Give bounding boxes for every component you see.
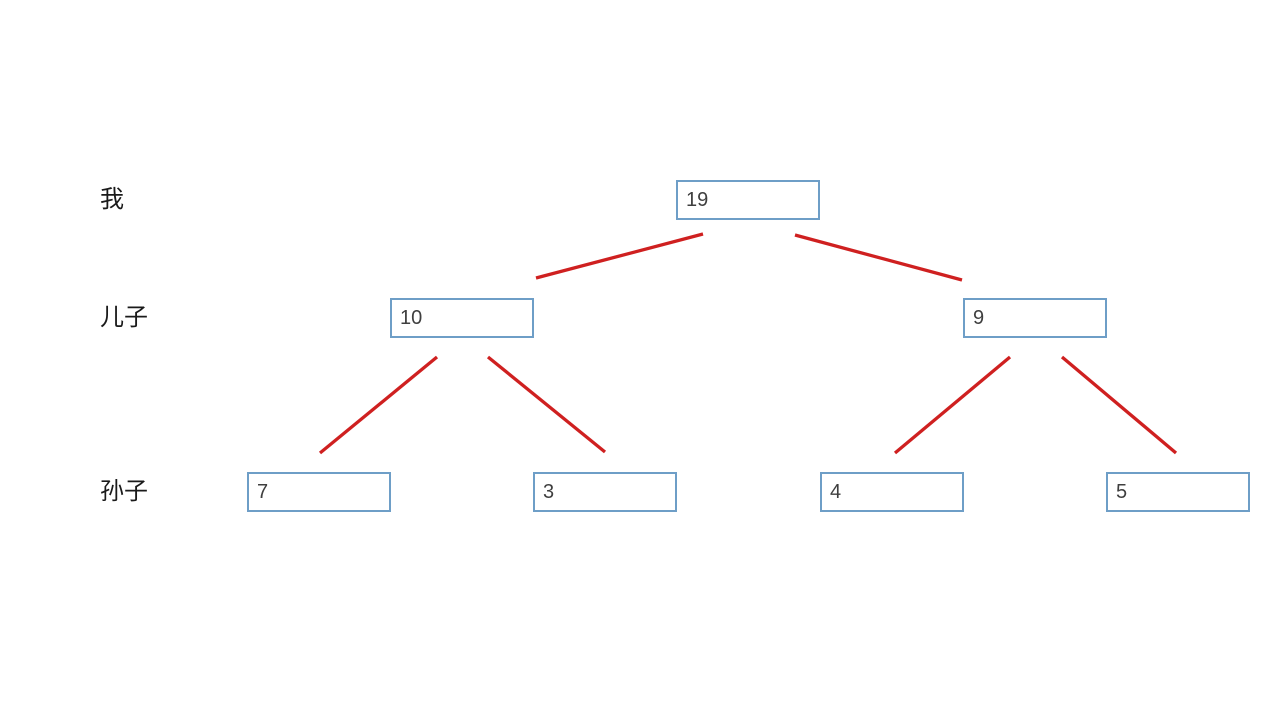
node-value: 4 — [830, 481, 842, 503]
edge-root-to-son-right — [794, 233, 963, 282]
tree-node-son-right[interactable]: 9 — [963, 298, 1107, 338]
row-label-grandson: 孙子 — [100, 478, 148, 505]
tree-node-son-left[interactable]: 10 — [390, 298, 534, 338]
edge-son-left-to-grandson-1 — [318, 355, 439, 455]
node-value: 5 — [1116, 481, 1128, 503]
edge-son-right-to-grandson-4 — [1060, 355, 1178, 455]
tree-node-grandson-3[interactable]: 4 — [820, 472, 964, 512]
node-value: 19 — [686, 189, 709, 211]
row-label-son: 儿子 — [100, 304, 148, 331]
tree-node-grandson-2[interactable]: 3 — [533, 472, 677, 512]
node-value: 3 — [543, 481, 555, 503]
edge-root-to-son-left — [535, 232, 704, 280]
node-value: 10 — [400, 307, 423, 329]
node-value: 9 — [973, 307, 985, 329]
tree-node-grandson-4[interactable]: 5 — [1106, 472, 1250, 512]
edge-son-right-to-grandson-3 — [893, 355, 1012, 455]
node-value: 7 — [257, 481, 269, 503]
edge-son-left-to-grandson-2 — [486, 355, 607, 454]
tree-node-grandson-1[interactable]: 7 — [247, 472, 391, 512]
tree-node-root[interactable]: 19 — [676, 180, 820, 220]
row-label-me: 我 — [100, 186, 124, 213]
